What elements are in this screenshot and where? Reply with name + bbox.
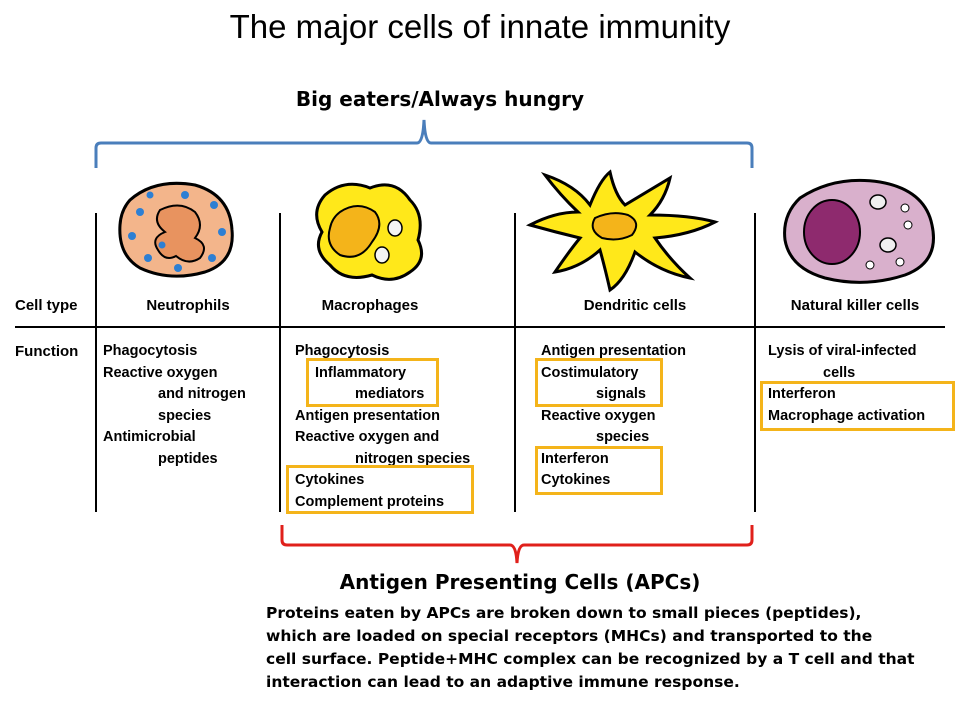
dendritic-cell-functions: Antigen presentation Costimulatory signa… <box>541 341 686 492</box>
nk-cell-functions: Lysis of viral-infected cells Interferon… <box>768 341 925 427</box>
function-item: Reactive oxygen <box>541 407 656 424</box>
neutrophil-functions: Phagocytosis Reactive oxygen and nitroge… <box>103 341 246 470</box>
function-item: Antigen presentation <box>295 407 441 424</box>
column-header-dendritic-cells: Dendritic cells <box>583 297 687 314</box>
column-header-neutrophils: Neutrophils <box>146 297 230 314</box>
function-item: cells <box>823 364 856 381</box>
function-item: Interferon <box>768 386 836 402</box>
function-item: nitrogen species <box>355 450 471 467</box>
natural-killer-cell-icon <box>783 178 935 284</box>
top-brace <box>94 119 754 168</box>
highlight-box-inflammatory-mediators <box>306 358 439 407</box>
highlight-box-cytokines-complement <box>286 465 474 514</box>
function-item: Phagocytosis <box>295 343 390 359</box>
function-item: species <box>596 429 650 445</box>
function-item: Cytokines <box>541 472 611 488</box>
function-item: Antigen presentation <box>541 343 687 359</box>
column-header-macrophages: Macrophages <box>321 297 419 314</box>
apc-description: Proteins eaten by APCs are broken down t… <box>266 602 956 694</box>
highlight-box-costimulatory-signals <box>535 358 663 407</box>
function-item: Macrophage activation <box>768 407 926 424</box>
function-item: Costimulatory <box>541 364 639 381</box>
function-item: signals <box>596 386 646 402</box>
neutrophil-icon <box>118 181 234 278</box>
function-item: Complement proteins <box>295 493 445 510</box>
highlight-box-interferon-macrophage-activation <box>760 381 955 431</box>
apc-description-line: interaction can lead to an adaptive immu… <box>266 673 740 691</box>
column-header-natural-killer-cells: Natural killer cells <box>790 297 920 314</box>
function-item: peptides <box>158 450 218 467</box>
highlight-box-interferon-cytokines <box>535 446 663 495</box>
macrophage-icon <box>315 182 424 281</box>
dendritic-cell-icon <box>525 169 720 293</box>
row-label-function: Function <box>15 343 79 360</box>
page-title: The major cells of innate immunity <box>229 8 731 45</box>
apc-title: Antigen Presenting Cells (APCs) <box>339 570 701 594</box>
function-item: Cytokines <box>295 472 365 488</box>
apc-description-line: which are loaded on special receptors (M… <box>266 627 873 645</box>
function-item: and nitrogen <box>158 386 246 402</box>
function-item: Lysis of viral-infected <box>768 343 917 359</box>
function-item: Reactive oxygen and <box>295 429 440 445</box>
apc-description-line: Proteins eaten by APCs are broken down t… <box>266 604 862 622</box>
bottom-brace <box>280 525 754 564</box>
macrophage-functions: Phagocytosis Inflammatory mediators Anti… <box>295 341 470 513</box>
function-item: Antimicrobial <box>103 429 196 445</box>
top-brace-label: Big eaters/Always hungry <box>295 87 585 111</box>
function-item: mediators <box>355 386 425 402</box>
function-item: Reactive oxygen <box>103 364 218 381</box>
function-item: Interferon <box>541 450 609 467</box>
function-item: species <box>158 407 212 424</box>
function-item: Inflammatory <box>315 364 407 381</box>
apc-description-line: cell surface. Peptide+MHC complex can be… <box>266 650 915 668</box>
row-label-cell-type: Cell type <box>15 297 78 314</box>
function-item: Phagocytosis <box>103 343 198 359</box>
